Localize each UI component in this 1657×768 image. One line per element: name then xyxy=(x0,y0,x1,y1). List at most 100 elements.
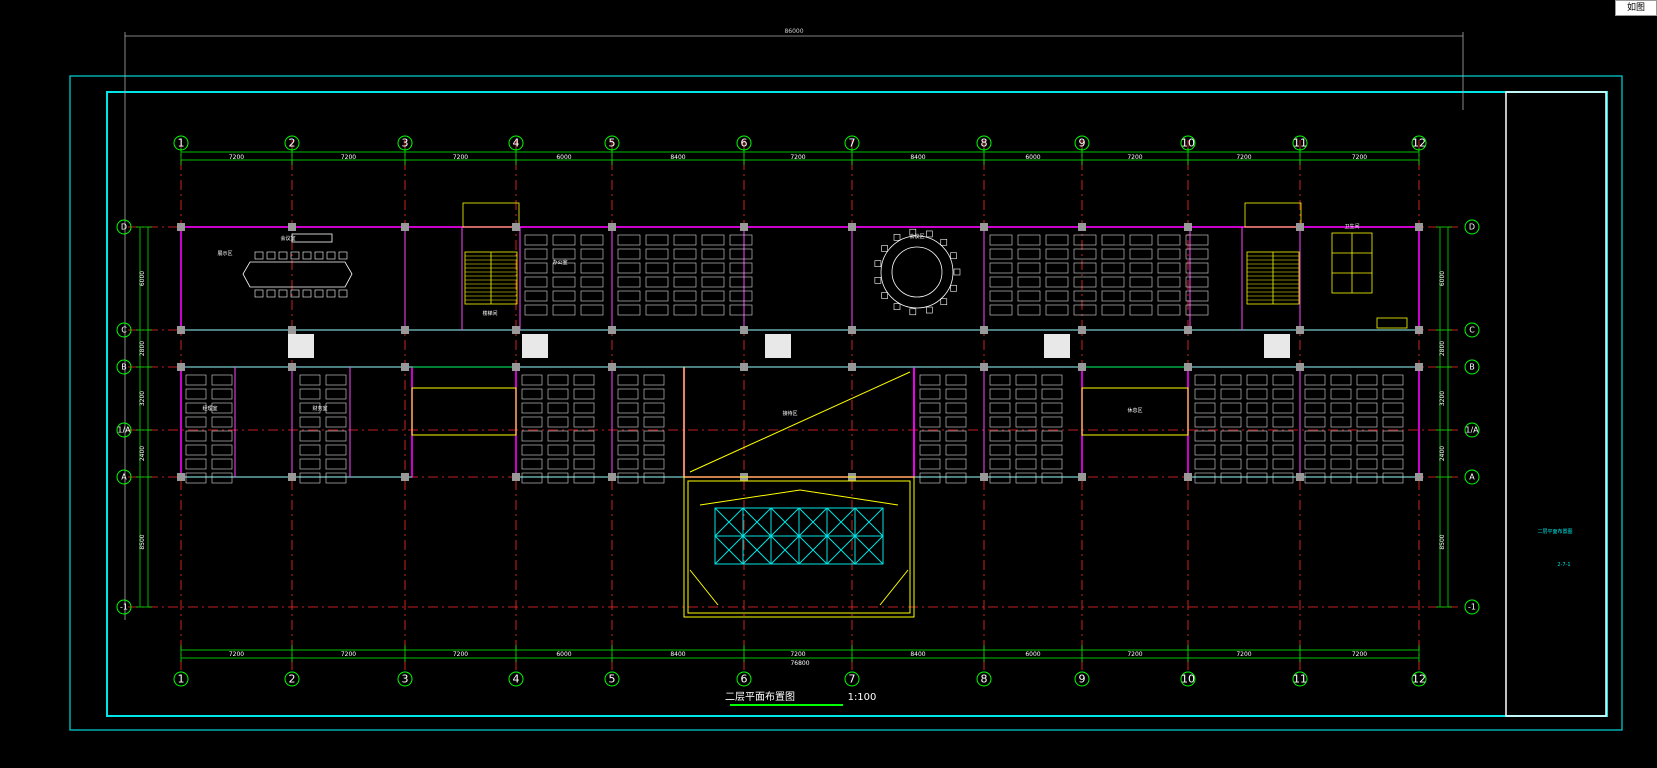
desk xyxy=(185,402,207,414)
grid-bubble xyxy=(604,135,620,151)
grid-bubble xyxy=(1464,422,1480,438)
desk xyxy=(673,290,697,302)
grid-bubble xyxy=(1292,135,1308,151)
desk xyxy=(1220,374,1242,386)
desk xyxy=(325,444,347,456)
desk xyxy=(1330,444,1352,456)
desk xyxy=(1272,444,1294,456)
skylight-cross xyxy=(714,507,744,537)
desk xyxy=(729,304,753,316)
desk xyxy=(185,430,207,442)
desk xyxy=(919,444,941,456)
desk xyxy=(1041,416,1063,428)
column xyxy=(1184,363,1192,371)
desk xyxy=(547,388,569,400)
chair xyxy=(338,251,348,260)
grid-bubble xyxy=(1180,671,1196,687)
desk xyxy=(989,248,1013,260)
desk xyxy=(1382,430,1404,442)
desk xyxy=(299,402,321,414)
title-block xyxy=(1505,91,1607,717)
desk xyxy=(573,458,595,470)
desk xyxy=(1017,234,1041,246)
desk xyxy=(299,416,321,428)
desk xyxy=(645,304,669,316)
desk xyxy=(989,472,1011,484)
desk xyxy=(945,416,967,428)
desk xyxy=(729,262,753,274)
room-label-finance: 财务室 xyxy=(312,405,327,412)
desk xyxy=(1382,458,1404,470)
desk xyxy=(643,458,665,470)
desk xyxy=(580,290,604,302)
dimension-text: 3200 xyxy=(139,391,146,406)
dimension-text: 8400 xyxy=(670,154,685,161)
desk xyxy=(299,458,321,470)
desk xyxy=(521,458,543,470)
chair xyxy=(926,306,933,314)
chair xyxy=(314,289,324,298)
dimension-text: 7200 xyxy=(1127,154,1142,161)
desk xyxy=(919,416,941,428)
room-label-office-1: 办公室 xyxy=(552,259,567,266)
grid-bubble-label: 9 xyxy=(1079,137,1086,150)
desk xyxy=(580,234,604,246)
desk xyxy=(573,416,595,428)
desk xyxy=(1194,416,1216,428)
grid-bubble-label: 11 xyxy=(1293,137,1307,150)
column xyxy=(1078,223,1086,231)
dimension-text: 7200 xyxy=(1352,154,1367,161)
desk xyxy=(1015,374,1037,386)
desk xyxy=(1382,402,1404,414)
desk xyxy=(643,472,665,484)
grid-bubble xyxy=(1074,135,1090,151)
overall-dimension-text: 86000 xyxy=(784,28,803,35)
grid-bubble xyxy=(508,135,524,151)
desk xyxy=(1330,374,1352,386)
desk xyxy=(211,416,233,428)
desk xyxy=(1017,290,1041,302)
desk xyxy=(643,444,665,456)
desk xyxy=(701,276,725,288)
dimension-text: 7200 xyxy=(1236,154,1251,161)
desk xyxy=(1157,234,1181,246)
desk xyxy=(643,430,665,442)
desk xyxy=(919,458,941,470)
desk xyxy=(580,304,604,316)
dimension-text: 7200 xyxy=(229,651,244,658)
desk xyxy=(1272,402,1294,414)
desk xyxy=(1101,290,1125,302)
desk xyxy=(989,262,1013,274)
desk xyxy=(1129,248,1153,260)
desk xyxy=(1185,304,1209,316)
desk xyxy=(1017,262,1041,274)
desk xyxy=(1330,458,1352,470)
column xyxy=(1415,326,1423,334)
desk xyxy=(729,234,753,246)
desk xyxy=(1185,262,1209,274)
desk xyxy=(1041,374,1063,386)
desk xyxy=(1045,262,1069,274)
desk xyxy=(645,290,669,302)
grid-bubble-label: D xyxy=(121,223,127,232)
desk xyxy=(701,234,725,246)
desk xyxy=(617,388,639,400)
chair xyxy=(290,289,300,298)
structural-columns xyxy=(177,223,1423,481)
column xyxy=(1296,473,1304,481)
grid-bubble-label: 3 xyxy=(402,673,409,686)
dimension-text: 8400 xyxy=(910,651,925,658)
desk xyxy=(1073,304,1097,316)
desk xyxy=(185,374,207,386)
desk xyxy=(1101,262,1125,274)
grid-bubble xyxy=(976,135,992,151)
column xyxy=(740,363,748,371)
desk xyxy=(185,416,207,428)
chair xyxy=(881,245,888,252)
round-table xyxy=(880,235,954,309)
corner-button[interactable]: 如图 xyxy=(1615,0,1657,16)
desk xyxy=(299,430,321,442)
desk xyxy=(547,430,569,442)
desk xyxy=(521,402,543,414)
